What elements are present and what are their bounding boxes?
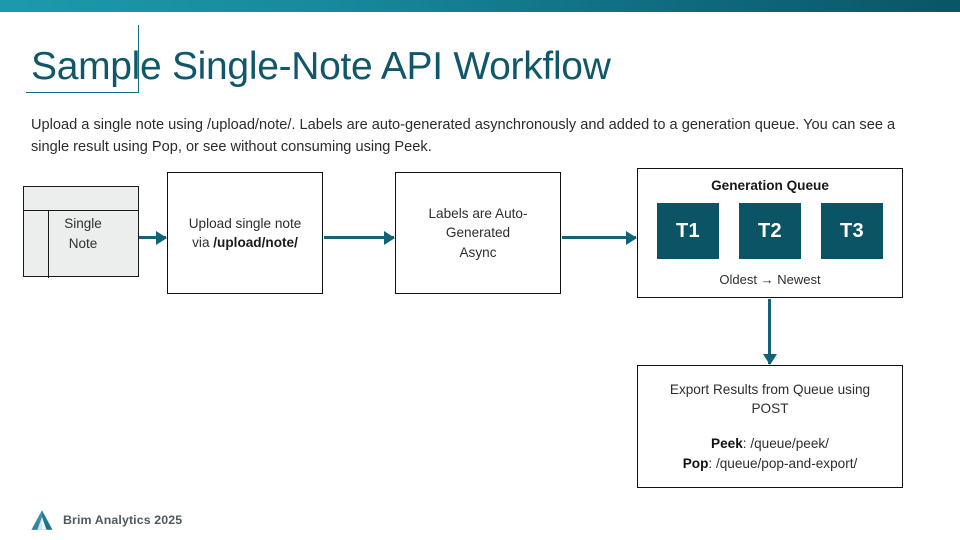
note-card-column-divider: [48, 211, 49, 278]
generation-queue-box: Generation Queue T1 T2 T3 Oldest → Newes…: [637, 168, 903, 298]
export-endpoint-peek-name: Peek: [711, 436, 743, 452]
generation-queue-chips: T1 T2 T3: [638, 203, 902, 259]
arrow-upload-to-labels: [324, 236, 394, 239]
arrow-note-to-upload: [139, 236, 166, 239]
upload-step-box: Upload single note via /upload/note/: [167, 172, 323, 294]
generation-queue-title: Generation Queue: [711, 178, 829, 193]
export-heading: Export Results from Queue using POST: [654, 380, 886, 419]
single-note-label: Single Note: [25, 214, 141, 253]
footer-brand-text: Brim Analytics 2025: [63, 513, 183, 527]
arrow-labels-to-queue: [562, 236, 636, 239]
labels-step-line2: Generated: [445, 225, 511, 241]
arrow-queue-to-export: [768, 299, 771, 364]
upload-step-text: Upload single note via /upload/note/: [179, 214, 312, 253]
labels-step-box: Labels are Auto- Generated Async: [395, 172, 561, 294]
labels-step-line1: Labels are Auto-: [428, 206, 528, 222]
export-endpoint-pop-path: /queue/pop-and-export/: [715, 455, 858, 471]
single-note-label-line1: Single: [64, 216, 102, 231]
export-endpoint-pop-sep: :: [708, 455, 716, 471]
labels-step-text: Labels are Auto- Generated Async: [419, 204, 538, 262]
export-endpoint-peek-sep: :: [742, 436, 751, 452]
labels-step-line3: Async: [459, 244, 497, 260]
export-endpoint-pop: Pop: /queue/pop-and-export/: [683, 454, 858, 474]
export-endpoint-pop-name: Pop: [682, 455, 709, 471]
queue-chip-t2: T2: [739, 203, 801, 259]
brim-mountain-logo-icon: [31, 510, 53, 530]
generation-queue-caption: Oldest → Newest: [719, 272, 821, 287]
footer: Brim Analytics 2025: [30, 508, 182, 532]
note-card-highlight-cell: [26, 25, 139, 93]
page-description: Upload a single note using /upload/note/…: [31, 117, 896, 156]
top-accent-bar: [0, 0, 960, 12]
queue-chip-t1: T1: [657, 203, 719, 259]
upload-step-line1: Upload single note: [188, 215, 302, 231]
upload-endpoint-path: /upload/note/: [213, 235, 298, 250]
note-card-header-row: [24, 187, 138, 211]
export-results-box: Export Results from Queue using POST Pee…: [637, 365, 903, 488]
export-heading-line1: Export Results from Queue using: [669, 381, 871, 397]
single-note-label-line2: Note: [68, 235, 98, 251]
export-endpoint-peek-path: /queue/peek/: [750, 436, 829, 452]
upload-step-line2-prefix: via: [192, 235, 214, 250]
page-title: Sample Single-Note API Workflow: [31, 45, 611, 88]
export-endpoint-peek: Peek: /queue/peek/: [683, 434, 858, 454]
export-endpoint-list: Peek: /queue/peek/ Pop: /queue/pop-and-e…: [683, 434, 858, 473]
export-heading-line2: POST: [751, 400, 789, 416]
queue-chip-t3: T3: [821, 203, 883, 259]
single-note-card: [23, 186, 139, 278]
